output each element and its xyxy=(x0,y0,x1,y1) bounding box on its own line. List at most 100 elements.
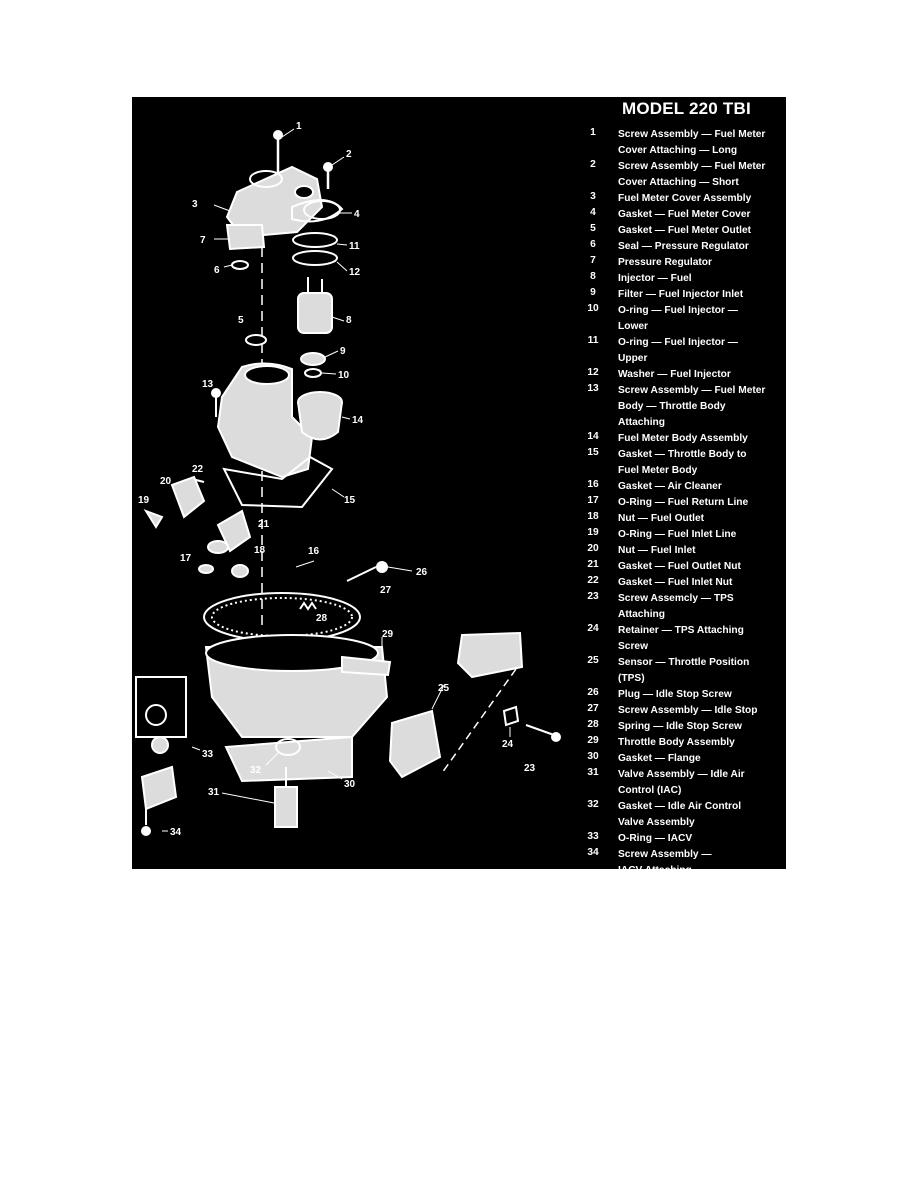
legend-number: 29 xyxy=(587,735,599,746)
legend-description: Gasket — Flange xyxy=(618,751,786,767)
legend-number: 4 xyxy=(590,207,596,218)
legend-number: 27 xyxy=(587,703,599,714)
legend-description: Plug — Idle Stop Screw xyxy=(618,687,786,703)
exploded-view-illustration: 1234567891011121314151617181920212223242… xyxy=(135,121,561,838)
legend-description: Nut — Fuel Inlet xyxy=(618,543,786,559)
callout-number: 3 xyxy=(192,199,198,210)
legend-description-line: Lower xyxy=(618,320,649,332)
legend-description-line: Screw Assembly — Fuel Meter xyxy=(618,129,766,140)
legend-description: O-Ring — Fuel Inlet Line xyxy=(618,527,786,543)
legend-description-line: Gasket — Fuel Meter Outlet xyxy=(618,225,752,236)
legend-description: O-Ring — Fuel Return Line xyxy=(618,495,786,511)
legend-description: Gasket — Fuel Inlet Nut xyxy=(618,575,786,591)
legend-number: 8 xyxy=(590,271,596,282)
legend-description-line: (TPS) xyxy=(618,672,645,684)
legend-number: 1 xyxy=(590,127,596,138)
legend-description-line: O-Ring — Fuel Return Line xyxy=(618,497,749,508)
legend-description: Seal — Pressure Regulator xyxy=(618,239,786,255)
callout-number: 7 xyxy=(200,235,206,246)
legend-description-line: Spring — Idle Stop Screw xyxy=(618,721,742,732)
legend-description-line: Upper xyxy=(618,352,648,364)
legend-number: 9 xyxy=(590,287,596,298)
callout-number: 23 xyxy=(524,763,536,774)
legend-description-line: Gasket — Fuel Inlet Nut xyxy=(618,577,733,588)
legend-description: Gasket — Air Cleaner xyxy=(618,479,786,495)
legend-description: Fuel Meter Body Assembly xyxy=(618,431,786,447)
legend-description-line: Screw Assembly — Idle Stop xyxy=(618,705,758,716)
legend-description-line: IACV Attaching xyxy=(618,863,786,869)
legend-number: 19 xyxy=(587,527,599,538)
legend-description-line: Nut — Fuel Inlet xyxy=(618,545,696,556)
legend-description-line: Fuel Meter Body xyxy=(618,464,698,476)
legend-description-line: Gasket — Fuel Outlet Nut xyxy=(618,561,741,572)
legend-description: Screw Assembly — Idle Stop xyxy=(618,703,786,719)
legend-number: 6 xyxy=(590,239,596,250)
legend-number: 26 xyxy=(587,687,599,698)
legend-description-line: Screw Assemcly — TPS xyxy=(618,593,734,604)
legend-description-line: Throttle Body Assembly xyxy=(618,737,735,748)
callout-number: 13 xyxy=(202,379,214,390)
legend-description-line: Control (IAC) xyxy=(618,784,682,796)
callout-number: 16 xyxy=(308,546,320,557)
legend-number: 34 xyxy=(587,847,599,858)
legend-description: Screw Assembly — IACV Attaching xyxy=(618,847,786,869)
legend-description-line: Nut — Fuel Outlet xyxy=(618,513,705,524)
legend-description-line: Filter — Fuel Injector Inlet xyxy=(618,289,744,300)
legend-description-line: Screw Assembly — Fuel Meter xyxy=(618,161,766,172)
legend-description: Nut — Fuel Outlet xyxy=(618,511,786,527)
legend-description: Washer — Fuel Injector xyxy=(618,367,786,383)
callout-number: 11 xyxy=(349,241,360,252)
legend-description-line: O-ring — Fuel Injector — xyxy=(618,305,738,316)
legend-description: Gasket — Fuel Meter Cover xyxy=(618,207,786,223)
legend-description: Gasket — Fuel Meter Outlet xyxy=(618,223,786,239)
legend-description-line: Fuel Meter Body Assembly xyxy=(618,433,748,444)
legend-description-line: O-Ring — IACV xyxy=(618,833,693,844)
legend-description-line: Screw xyxy=(618,640,649,652)
legend-number: 10 xyxy=(587,303,599,314)
callout-number: 14 xyxy=(352,415,364,426)
legend-description: Gasket — Fuel Outlet Nut xyxy=(618,559,786,575)
legend-description-line: Sensor — Throttle Position xyxy=(618,657,750,668)
legend-description-line: Gasket — Idle Air Control xyxy=(618,801,742,812)
callout-number: 33 xyxy=(202,749,214,760)
legend-description: Fuel Meter Cover Assembly xyxy=(618,191,786,207)
legend-description-line: Valve Assembly xyxy=(618,816,695,828)
legend-description-line: Gasket — Throttle Body to xyxy=(618,449,747,460)
callout-number: 5 xyxy=(238,315,244,326)
legend-description: Spring — Idle Stop Screw xyxy=(618,719,786,735)
callout-number: 1 xyxy=(296,121,302,132)
legend-description: Sensor — Throttle Position (TPS) xyxy=(618,655,786,687)
legend-number: 18 xyxy=(587,511,599,522)
legend-number: 14 xyxy=(587,431,599,442)
callout-number: 19 xyxy=(138,495,150,506)
legend-description-line: Gasket — Air Cleaner xyxy=(618,481,722,492)
legend-description-line: Screw Assembly — Fuel Meter xyxy=(618,385,766,396)
legend-number: 31 xyxy=(587,767,599,778)
legend-description-line: Retainer — TPS Attaching xyxy=(618,625,744,636)
legend-number: 13 xyxy=(587,383,599,394)
legend-number: 15 xyxy=(587,447,599,458)
callout-number: 30 xyxy=(344,779,356,790)
legend-number: 16 xyxy=(587,479,599,490)
legend-number: 12 xyxy=(587,367,599,378)
legend-number: 32 xyxy=(587,799,599,810)
legend-number: 30 xyxy=(587,751,599,762)
legend-number: 24 xyxy=(587,623,599,634)
callout-number: 8 xyxy=(346,315,352,326)
legend-description-line: Screw Assembly — xyxy=(618,849,712,860)
callout-number: 18 xyxy=(254,545,266,556)
callout-number: 26 xyxy=(416,567,428,578)
callout-number: 31 xyxy=(208,787,220,798)
callout-number: 21 xyxy=(258,519,270,530)
callout-number: 32 xyxy=(250,765,262,776)
legend-description-line: Attaching xyxy=(618,416,665,428)
legend-number: 20 xyxy=(587,543,599,554)
legend-description-line: Fuel Meter Cover Assembly xyxy=(618,193,752,204)
legend-description-line: Body — Throttle Body xyxy=(618,400,726,412)
